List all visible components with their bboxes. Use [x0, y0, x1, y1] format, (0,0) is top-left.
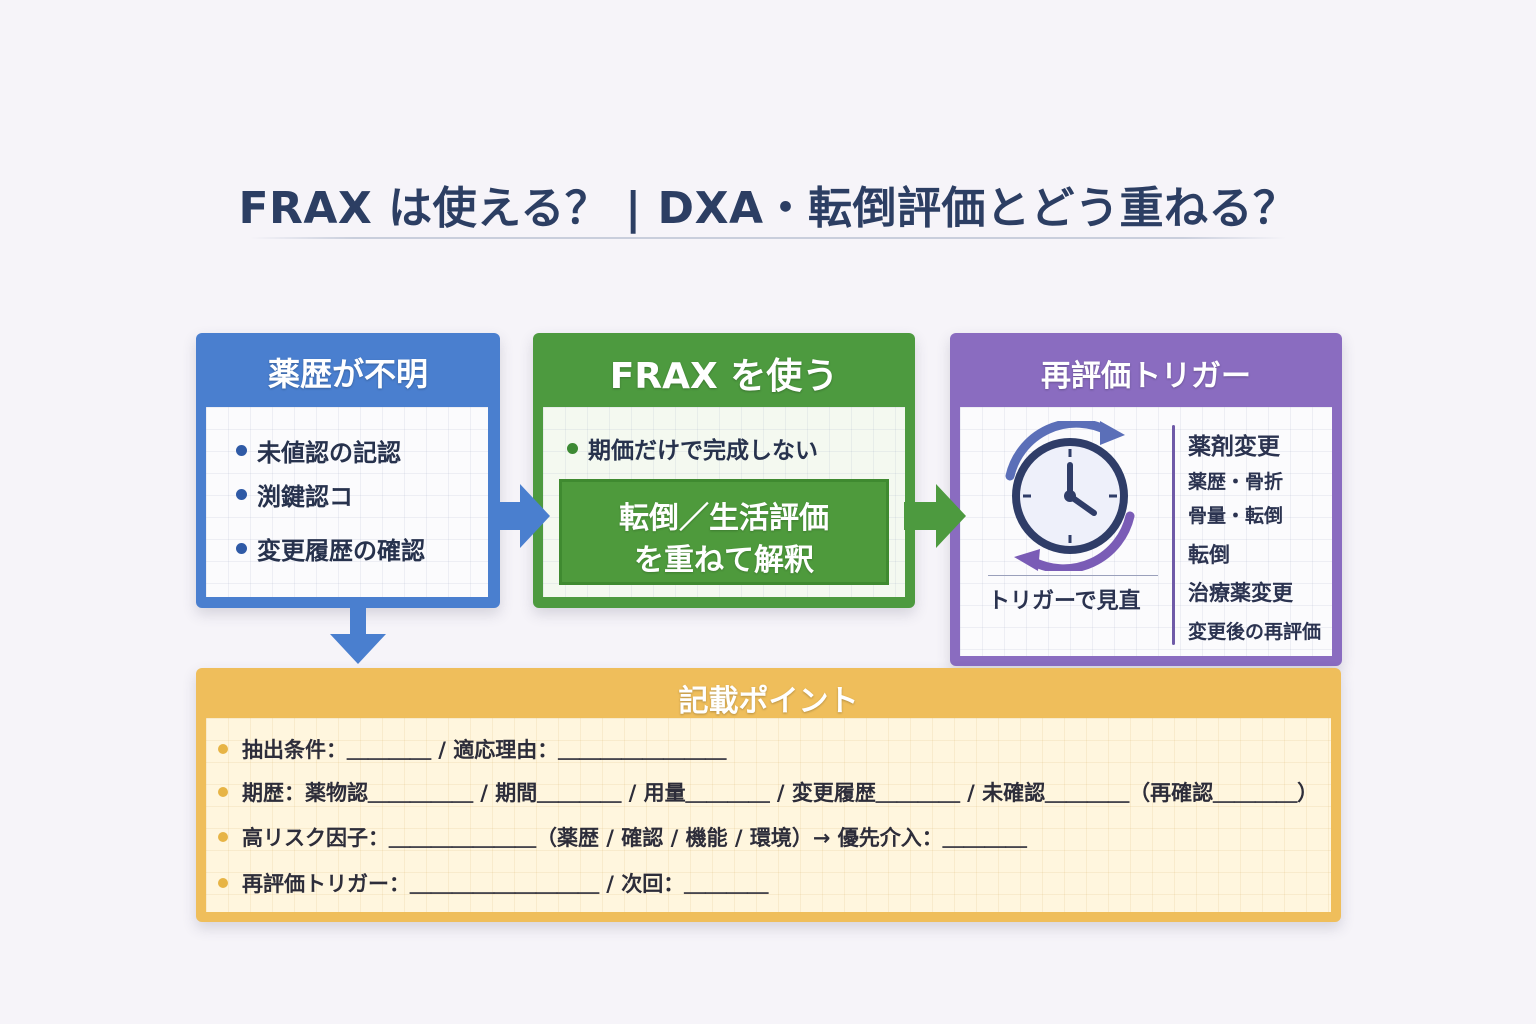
interpretation-line-2: を重ねて解釈	[634, 543, 814, 578]
list-item-label: 渕鍵認コ	[257, 483, 353, 511]
bullet-icon	[218, 787, 228, 797]
panel-green-body: 期価だけで完成しない 転倒／生活評価 を重ねて解釈	[543, 407, 905, 597]
list-item: 未値認の記認	[236, 433, 401, 468]
bullet-icon	[218, 744, 228, 754]
arrow-right-icon	[490, 484, 550, 548]
trigger-item: 変更後の再評価	[1188, 621, 1322, 643]
panel-reassessment-trigger: 再評価トリガー トリガーで見直 薬剤変更 薬歴・骨折 骨量・転倒 転倒 治療薬変…	[950, 333, 1342, 666]
interpretation-line-1: 転倒／生活評価	[619, 501, 829, 536]
panel-blue-body: 未値認の記認 渕鍵認コ 変更履歴の確認	[206, 407, 488, 597]
trigger-item: 薬歴・骨折	[1188, 471, 1284, 493]
bullet-icon	[236, 543, 247, 554]
panel-unknown-medication-history: 薬歴が不明 未値認の記認 渕鍵認コ 変更履歴の確認	[196, 333, 500, 608]
trigger-item: 転倒	[1188, 543, 1230, 567]
bullet-icon	[236, 445, 247, 456]
list-item-label: 未値認の記認	[257, 439, 401, 467]
arrow-right-icon	[904, 484, 966, 548]
panel-documentation-points: 記載ポイント 抽出条件：＿＿＿＿ / 適応理由：＿＿＿＿＿＿＿＿ 期歴：薬物認＿…	[196, 668, 1341, 922]
list-item-label: 変更履歴の確認	[257, 537, 425, 565]
trigger-item: 薬剤変更	[1188, 434, 1280, 460]
panel-yellow-heading: 記載ポイント	[678, 684, 859, 719]
panel-blue-heading: 薬歴が不明	[267, 355, 428, 393]
documentation-row: 期歴：薬物認＿＿＿＿＿ / 期間＿＿＿＿ / 用量＿＿＿＿ / 変更履歴＿＿＿＿…	[218, 777, 1318, 807]
documentation-row-text: 再評価トリガー：＿＿＿＿＿＿＿＿＿ / 次回：＿＿＿＿	[242, 872, 769, 896]
vertical-divider	[1172, 425, 1175, 645]
panel-green-heading: FRAX を使う	[609, 356, 839, 397]
list-item-label: 期価だけで完成しない	[588, 438, 818, 464]
trigger-item: 骨量・転倒	[1188, 505, 1284, 527]
caption-divider	[988, 575, 1158, 576]
arrow-down-icon	[330, 604, 386, 664]
documentation-row: 抽出条件：＿＿＿＿ / 適応理由：＿＿＿＿＿＿＿＿	[218, 734, 726, 764]
documentation-row-text: 期歴：薬物認＿＿＿＿＿ / 期間＿＿＿＿ / 用量＿＿＿＿ / 変更履歴＿＿＿＿…	[242, 781, 1319, 805]
documentation-row: 高リスク因子：＿＿＿＿＿＿＿（薬歴 / 確認 / 機能 / 環境）→ 優先介入：…	[218, 822, 1027, 852]
bullet-icon	[236, 489, 247, 500]
bullet-icon	[218, 832, 228, 842]
page-title: FRAX は使える？ | DXA・転倒評価とどう重ねる？	[238, 183, 1298, 234]
panel-purple-body: トリガーで見直 薬剤変更 薬歴・骨折 骨量・転倒 転倒 治療薬変更 変更後の再評…	[960, 407, 1332, 656]
interpretation-box: 転倒／生活評価 を重ねて解釈	[559, 479, 889, 585]
bullet-icon	[218, 878, 228, 888]
bullet-icon	[567, 442, 578, 454]
documentation-row: 再評価トリガー：＿＿＿＿＿＿＿＿＿ / 次回：＿＿＿＿	[218, 868, 768, 898]
panel-purple-heading: 再評価トリガー	[1041, 359, 1251, 394]
list-item: 変更履歴の確認	[236, 531, 425, 566]
documentation-row-text: 抽出条件：＿＿＿＿ / 適応理由：＿＿＿＿＿＿＿＿	[242, 738, 727, 762]
list-item: 渕鍵認コ	[236, 477, 353, 512]
list-item: 期価だけで完成しない	[567, 431, 818, 465]
clock-refresh-icon	[1005, 421, 1135, 571]
documentation-row-text: 高リスク因子：＿＿＿＿＿＿＿（薬歴 / 確認 / 機能 / 環境）→ 優先介入：…	[242, 826, 1027, 850]
panel-use-frax: FRAX を使う 期価だけで完成しない 転倒／生活評価 を重ねて解釈	[533, 333, 915, 608]
trigger-item: 治療薬変更	[1188, 581, 1293, 605]
title-divider	[250, 237, 1286, 239]
clock-caption: トリガーで見直	[988, 589, 1141, 614]
panel-yellow-body: 抽出条件：＿＿＿＿ / 適応理由：＿＿＿＿＿＿＿＿ 期歴：薬物認＿＿＿＿＿ / …	[206, 718, 1331, 912]
